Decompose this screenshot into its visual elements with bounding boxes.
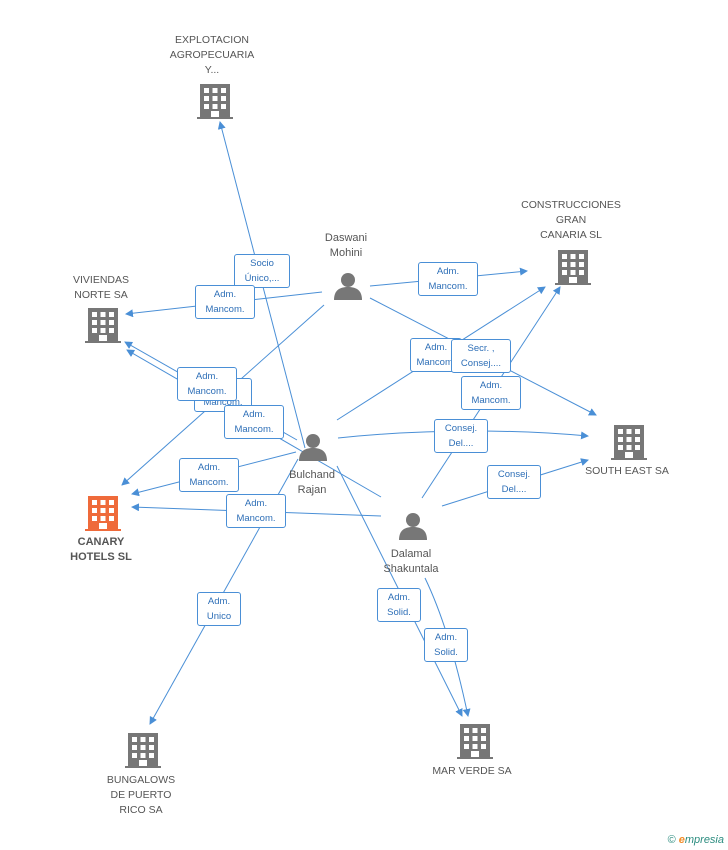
company-bungalows[interactable]: BUNGALOWS DE PUERTO RICO SA	[106, 774, 176, 816]
company-construcciones[interactable]: CONSTRUCCIONES GRAN CANARIA SL	[521, 199, 621, 241]
person-icon	[399, 513, 427, 540]
company-viviendas[interactable]: VIVIENDAS NORTE SA	[72, 274, 130, 301]
person-daswani[interactable]: Daswani Mohini	[324, 232, 368, 259]
person-icon	[299, 434, 327, 461]
edge-label-adm-unico[interactable]: Adm. Unico	[197, 592, 241, 626]
edge-label-adm-solid-b[interactable]: Adm. Solid.	[424, 628, 468, 662]
person-icon	[334, 273, 362, 300]
edge-label-secr-consej[interactable]: Secr. , Consej....	[451, 339, 511, 373]
company-explotacion[interactable]: EXPLOTACION AGROPECUARIA Y...	[169, 34, 255, 76]
building-icon	[611, 425, 647, 460]
edge-label-daswani-viviendas[interactable]: Adm. Mancom.	[195, 285, 255, 319]
brand-logo-e: e	[678, 834, 685, 846]
building-icon	[85, 496, 121, 531]
building-icon	[85, 308, 121, 343]
edge-label-left-cluster-c[interactable]: Adm. Mancom.	[224, 405, 284, 439]
edge-label-adm-solid-a[interactable]: Adm. Solid.	[377, 588, 421, 622]
building-icon	[457, 724, 493, 759]
edge-label-dalamal-construcciones[interactable]: Adm. Mancom.	[461, 376, 521, 410]
edge-label-dalamal-canary[interactable]: Adm. Mancom.	[226, 494, 286, 528]
edge-label-socio-unico[interactable]: Socio Único,...	[234, 254, 290, 288]
copyright-symbol: ©	[667, 834, 676, 846]
edge-label-daswani-construcciones[interactable]: Adm. Mancom.	[418, 262, 478, 296]
company-south-east[interactable]: SOUTH EAST SA	[585, 465, 669, 477]
company-canary[interactable]: CANARY HOTELS SL	[70, 536, 132, 563]
edge-label-consej-del-dalamal[interactable]: Consej. Del....	[487, 465, 541, 499]
person-bulchand[interactable]: Bulchand Rajan	[289, 469, 335, 496]
company-mar-verde[interactable]: MAR VERDE SA	[432, 765, 512, 777]
brand-footer: © empresia	[668, 834, 724, 846]
edge-label-bulchand-canary[interactable]: Adm. Mancom.	[179, 458, 239, 492]
edge-label-consej-del-bulchand[interactable]: Consej. Del....	[434, 419, 488, 453]
building-icon	[125, 733, 161, 768]
brand-logo-text: mpresia	[684, 834, 724, 846]
person-dalamal[interactable]: Dalamal Shakuntala	[383, 548, 439, 575]
building-icon	[555, 250, 591, 285]
edge-label-left-cluster-a[interactable]: Adm. Mancom.	[177, 367, 237, 401]
building-icon	[197, 84, 233, 119]
